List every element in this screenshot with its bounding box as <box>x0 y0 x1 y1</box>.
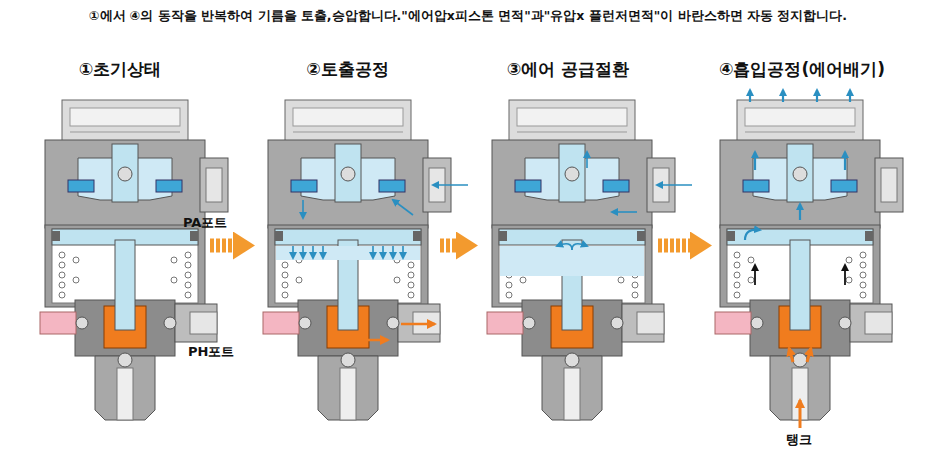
port-label: 탱크 <box>786 431 812 449</box>
pump-air-switch <box>487 100 692 420</box>
pump-part <box>382 246 384 258</box>
pump-part <box>754 152 756 170</box>
pump-part <box>500 246 644 276</box>
pump-suction <box>715 90 903 428</box>
stage-title: ①초기상태 <box>30 58 210 81</box>
pump-part <box>433 184 468 186</box>
pump-part <box>789 348 793 362</box>
pump-part <box>715 100 903 420</box>
pump-part <box>754 265 756 285</box>
step-arrow <box>658 239 690 253</box>
pump-part <box>393 200 413 215</box>
pump-part <box>745 90 850 240</box>
pump-part <box>557 244 572 250</box>
pump-part <box>322 246 324 258</box>
note-title: ①에서 ④의 동작을 반복하여 기름을 토출,승압합니다."에어압x피스톤 면적… <box>0 8 936 25</box>
pump-part <box>372 246 374 258</box>
pump-part <box>312 246 314 258</box>
pump-part <box>302 200 304 218</box>
pump-part <box>557 152 692 250</box>
stage-title: ④흡입공정(에어배기) <box>712 58 892 81</box>
pump-part <box>749 90 751 102</box>
pump-part <box>293 185 468 258</box>
pump-part <box>363 324 435 340</box>
pump-part <box>816 90 818 102</box>
step-arrow <box>440 239 456 253</box>
pump-part <box>363 339 388 342</box>
stage-title: ②토출공정 <box>255 58 440 81</box>
pump-part <box>745 230 760 240</box>
stage-panel: ②토출공정 <box>255 58 440 433</box>
pump-part <box>849 90 851 102</box>
pump-part <box>844 265 846 285</box>
pump-part <box>586 152 588 168</box>
pump-part <box>572 244 587 250</box>
pump-part <box>782 90 784 102</box>
pump-discharge <box>263 100 468 420</box>
stage-panel: ④흡입공정(에어배기) <box>712 58 892 433</box>
pump-part <box>612 211 637 213</box>
pump-part <box>487 100 675 420</box>
pump-part <box>402 246 404 258</box>
pump-part <box>807 348 811 362</box>
pump-part <box>401 323 435 326</box>
pump-part <box>40 100 228 420</box>
stage-title: ③에어 공급절환 <box>478 58 658 81</box>
port-label: PH포트 <box>188 343 234 361</box>
pump-part <box>263 100 451 420</box>
pump-part <box>755 265 845 285</box>
pump-part <box>799 400 802 428</box>
pump-part <box>657 184 692 186</box>
pump-initial <box>40 100 228 420</box>
pump-part <box>789 348 811 428</box>
pump-part <box>292 246 294 258</box>
pump-part <box>844 152 846 170</box>
pump-part <box>392 246 394 258</box>
stage-panel: ①초기상태 <box>30 58 210 433</box>
stage-panel: ③에어 공급절환 <box>478 58 658 433</box>
pump-part <box>799 204 801 220</box>
port-label: PA포트 <box>183 214 227 232</box>
step-arrow <box>210 239 233 253</box>
pump-part <box>276 246 420 260</box>
pump-part <box>302 246 304 258</box>
